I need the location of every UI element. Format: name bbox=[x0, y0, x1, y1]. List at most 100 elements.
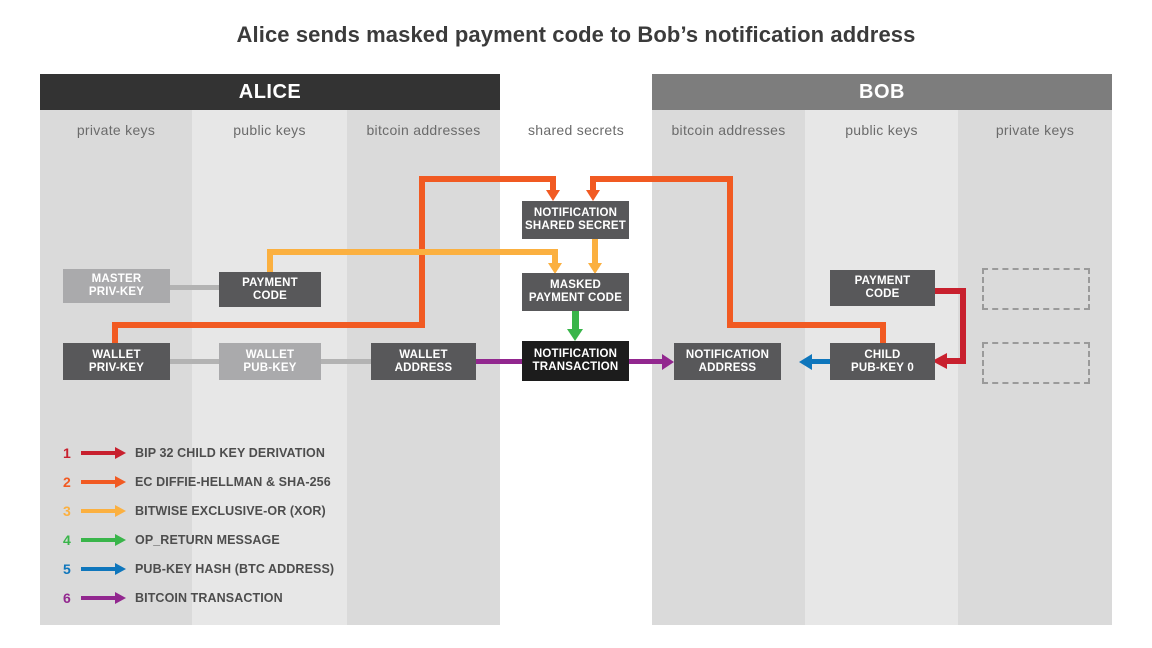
node-alice-wallet-pub-key[interactable]: WALLET PUB-KEY bbox=[219, 343, 321, 380]
node-label-line1: WALLET bbox=[399, 348, 448, 361]
node-alice-wallet-priv-key[interactable]: WALLET PRIV-KEY bbox=[63, 343, 170, 380]
legend-number: 3 bbox=[63, 502, 71, 519]
node-bob-child-pub-key-0[interactable]: CHILD PUB-KEY 0 bbox=[830, 343, 935, 380]
column-caption-bob-bitcoin-addresses: bitcoin addresses bbox=[671, 122, 786, 138]
node-masked-payment-code[interactable]: MASKED PAYMENT CODE bbox=[522, 273, 629, 311]
node-label-line2: CODE bbox=[865, 288, 900, 300]
legend-row: 2 EC DIFFIE-HELLMAN & SHA-256 bbox=[63, 467, 334, 496]
legend-number: 5 bbox=[63, 560, 71, 577]
yellow-drop-into-masked-left bbox=[552, 249, 558, 266]
legend-number: 1 bbox=[63, 444, 71, 461]
orange-bob-vert-to-top-rail bbox=[727, 176, 733, 328]
party-header-bob: BOB bbox=[652, 74, 1112, 110]
party-header-alice: ALICE bbox=[40, 74, 500, 110]
red-horiz-into-child-pubkey bbox=[947, 358, 966, 364]
node-label-line1: MASTER bbox=[91, 273, 142, 285]
link-wallet-privkey-to-wallet-pubkey bbox=[170, 359, 226, 364]
blue-child-pubkey-to-notification-address bbox=[812, 359, 836, 364]
column-caption-bob-public-keys: public keys bbox=[845, 122, 918, 138]
legend-arrow-icon bbox=[81, 533, 127, 547]
node-notification-transaction[interactable]: NOTIFICATION TRANSACTION bbox=[522, 341, 629, 381]
yellow-vert-secret-to-masked bbox=[592, 239, 598, 267]
page-title: Alice sends masked payment code to Bob’s… bbox=[236, 22, 916, 47]
node-label-line1: WALLET bbox=[245, 348, 295, 361]
orange-alice-vert-from-wallet-privkey bbox=[112, 322, 118, 344]
legend-label: BITWISE EXCLUSIVE-OR (XOR) bbox=[135, 503, 326, 518]
node-label-line1: NOTIFICATION bbox=[685, 348, 770, 361]
orange-alice-horiz-upper bbox=[112, 322, 425, 328]
purple-tx-to-notification-address bbox=[628, 359, 666, 364]
yellow-right-arrowhead-icon bbox=[588, 263, 602, 274]
legend-row: 5 PUB-KEY HASH (BTC ADDRESS) bbox=[63, 554, 334, 583]
node-label-line2: ADDRESS bbox=[394, 361, 453, 374]
green-vert-masked-to-tx bbox=[572, 310, 579, 333]
column-caption-bob-private-keys: private keys bbox=[995, 122, 1075, 138]
orange-alice-arrowhead-icon bbox=[546, 190, 560, 201]
orange-bob-drop-into-secret bbox=[590, 176, 596, 192]
legend-label: OP_RETURN MESSAGE bbox=[135, 532, 280, 547]
column-caption-alice-bitcoin-addresses: bitcoin addresses bbox=[366, 122, 481, 138]
node-alice-payment-code[interactable]: PAYMENT CODE bbox=[219, 272, 321, 307]
node-label-line1: CHILD bbox=[864, 348, 901, 361]
blue-arrowhead-icon bbox=[799, 354, 812, 370]
orange-bob-horiz-upper bbox=[727, 322, 886, 328]
orange-bob-top-rail bbox=[590, 176, 733, 182]
legend-arrow-icon bbox=[81, 475, 127, 489]
orange-bob-arrowhead-icon bbox=[586, 190, 600, 201]
column-caption-alice-public-keys: public keys bbox=[233, 122, 306, 138]
red-vert-down bbox=[960, 288, 966, 361]
column-caption-alice-private-keys: private keys bbox=[76, 122, 156, 138]
legend-label: EC DIFFIE-HELLMAN & SHA-256 bbox=[135, 474, 331, 489]
node-label-line2: TRANSACTION bbox=[532, 361, 619, 373]
node-alice-master-priv-key[interactable]: MASTER PRIV-KEY bbox=[63, 269, 170, 303]
node-label-line2: PRIV-KEY bbox=[88, 286, 145, 298]
yellow-vert-from-payment-code bbox=[267, 249, 273, 272]
node-label-line2: PUB-KEY 0 bbox=[851, 361, 914, 374]
legend-number: 6 bbox=[63, 589, 71, 606]
legend-number: 2 bbox=[63, 473, 71, 490]
node-label-line2: ADDRESS bbox=[698, 361, 757, 374]
node-label-line1: NOTIFICATION bbox=[533, 348, 618, 360]
node-label-line2: PRIV-KEY bbox=[88, 361, 145, 374]
red-horiz-from-payment-code bbox=[932, 288, 966, 294]
node-label-line2: PUB-KEY bbox=[243, 361, 297, 374]
node-label-line1: WALLET bbox=[92, 348, 141, 361]
legend-row: 6 BITCOIN TRANSACTION bbox=[63, 583, 334, 612]
yellow-horiz-rail bbox=[267, 249, 558, 255]
yellow-left-arrowhead-icon bbox=[548, 263, 562, 274]
node-label-line2: PAYMENT CODE bbox=[528, 292, 623, 304]
legend-label: BIP 32 CHILD KEY DERIVATION bbox=[135, 445, 326, 460]
legend-row: 3 BITWISE EXCLUSIVE-OR (XOR) bbox=[63, 496, 334, 525]
legend-arrow-icon bbox=[81, 446, 127, 460]
legend-arrow-icon bbox=[81, 591, 127, 605]
node-alice-wallet-address[interactable]: WALLET ADDRESS bbox=[371, 343, 476, 380]
node-label-line1: PAYMENT bbox=[242, 276, 298, 289]
legend-label: PUB-KEY HASH (BTC ADDRESS) bbox=[135, 561, 335, 576]
node-label-line1: PAYMENT bbox=[854, 275, 911, 287]
node-label-line2: SHARED SECRET bbox=[524, 220, 626, 232]
red-arrowhead-icon bbox=[932, 353, 947, 369]
orange-alice-drop-into-secret bbox=[550, 176, 556, 192]
node-notification-shared-secret[interactable]: NOTIFICATION SHARED SECRET bbox=[522, 201, 629, 239]
node-bob-notification-address[interactable]: NOTIFICATION ADDRESS bbox=[674, 343, 781, 380]
node-label-line2: CODE bbox=[252, 289, 288, 302]
legend-label: BITCOIN TRANSACTION bbox=[135, 590, 283, 605]
orange-alice-top-rail bbox=[419, 176, 556, 182]
column-caption-shared-secrets: shared secrets bbox=[527, 122, 625, 138]
node-label-line1: MASKED bbox=[549, 279, 602, 291]
node-bob-payment-code[interactable]: PAYMENT CODE bbox=[830, 270, 935, 306]
green-arrowhead-icon bbox=[567, 329, 583, 341]
legend-number: 4 bbox=[63, 531, 71, 548]
orange-bob-vert-from-child-pubkey bbox=[880, 322, 886, 346]
node-label-line1: NOTIFICATION bbox=[533, 207, 618, 219]
purple-wallet-address-to-tx bbox=[470, 359, 525, 364]
legend-row: 4 OP_RETURN MESSAGE bbox=[63, 525, 334, 554]
legend-arrow-icon bbox=[81, 562, 127, 576]
link-wallet-pubkey-to-wallet-address bbox=[314, 359, 374, 364]
link-master-privkey-to-payment-code bbox=[170, 285, 226, 290]
legend: 1 BIP 32 CHILD KEY DERIVATION 2 EC DIFFI… bbox=[63, 438, 334, 612]
node-bob-private-key-placeholder-bottom bbox=[982, 342, 1090, 384]
purple-arrowhead-icon bbox=[662, 354, 674, 370]
legend-row: 1 BIP 32 CHILD KEY DERIVATION bbox=[63, 438, 334, 467]
legend-arrow-icon bbox=[81, 504, 127, 518]
